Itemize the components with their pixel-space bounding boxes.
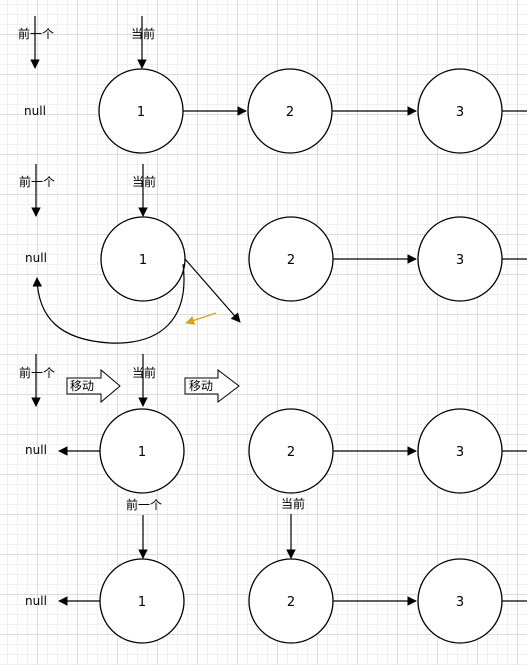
change-indicator-arrow [185, 312, 217, 325]
step-1: 前一个 当前 null 1 2 3 [18, 16, 527, 154]
null-label: null [25, 251, 47, 265]
node-2-value: 2 [287, 595, 295, 610]
node-2-value: 2 [287, 253, 295, 268]
node-3-value: 3 [456, 105, 464, 120]
step-3: 前一个 当前 移动 移动 null 1 2 3 [19, 354, 527, 494]
step-2: 前一个 当前 null 1 2 3 [19, 164, 527, 344]
move-label: 移动 [70, 379, 94, 393]
node-2-value: 2 [287, 445, 295, 460]
node-3-value: 3 [456, 595, 464, 610]
null-label: null [25, 443, 47, 457]
cur-label: 当前 [281, 496, 305, 511]
prev-label: 前一个 [19, 174, 55, 189]
cur-label: 当前 [132, 174, 156, 189]
move-arrow-shape [66, 368, 121, 404]
move-arrow-shape [184, 368, 240, 404]
node-1-value: 1 [138, 445, 146, 460]
reverse-link-to-null [32, 263, 185, 344]
node-1-value: 1 [138, 595, 146, 610]
cur-label: 当前 [131, 26, 155, 41]
move-label: 移动 [189, 379, 213, 393]
node-1 [99, 408, 185, 494]
node-1-value: 1 [139, 253, 147, 268]
broken-link-1-2 [184, 258, 241, 323]
step-4: 前一个 当前 null 1 2 3 [25, 496, 527, 644]
node-1 [99, 558, 185, 644]
null-label: null [25, 594, 47, 608]
null-label: null [24, 104, 46, 118]
prev-label: 前一个 [126, 497, 162, 512]
node-2-value: 2 [286, 105, 294, 120]
node-3-value: 3 [456, 253, 464, 268]
node-1-value: 1 [137, 105, 145, 120]
cur-label: 当前 [132, 365, 156, 380]
prev-label: 前一个 [19, 365, 55, 380]
node-3-value: 3 [456, 445, 464, 460]
prev-label: 前一个 [18, 26, 54, 41]
